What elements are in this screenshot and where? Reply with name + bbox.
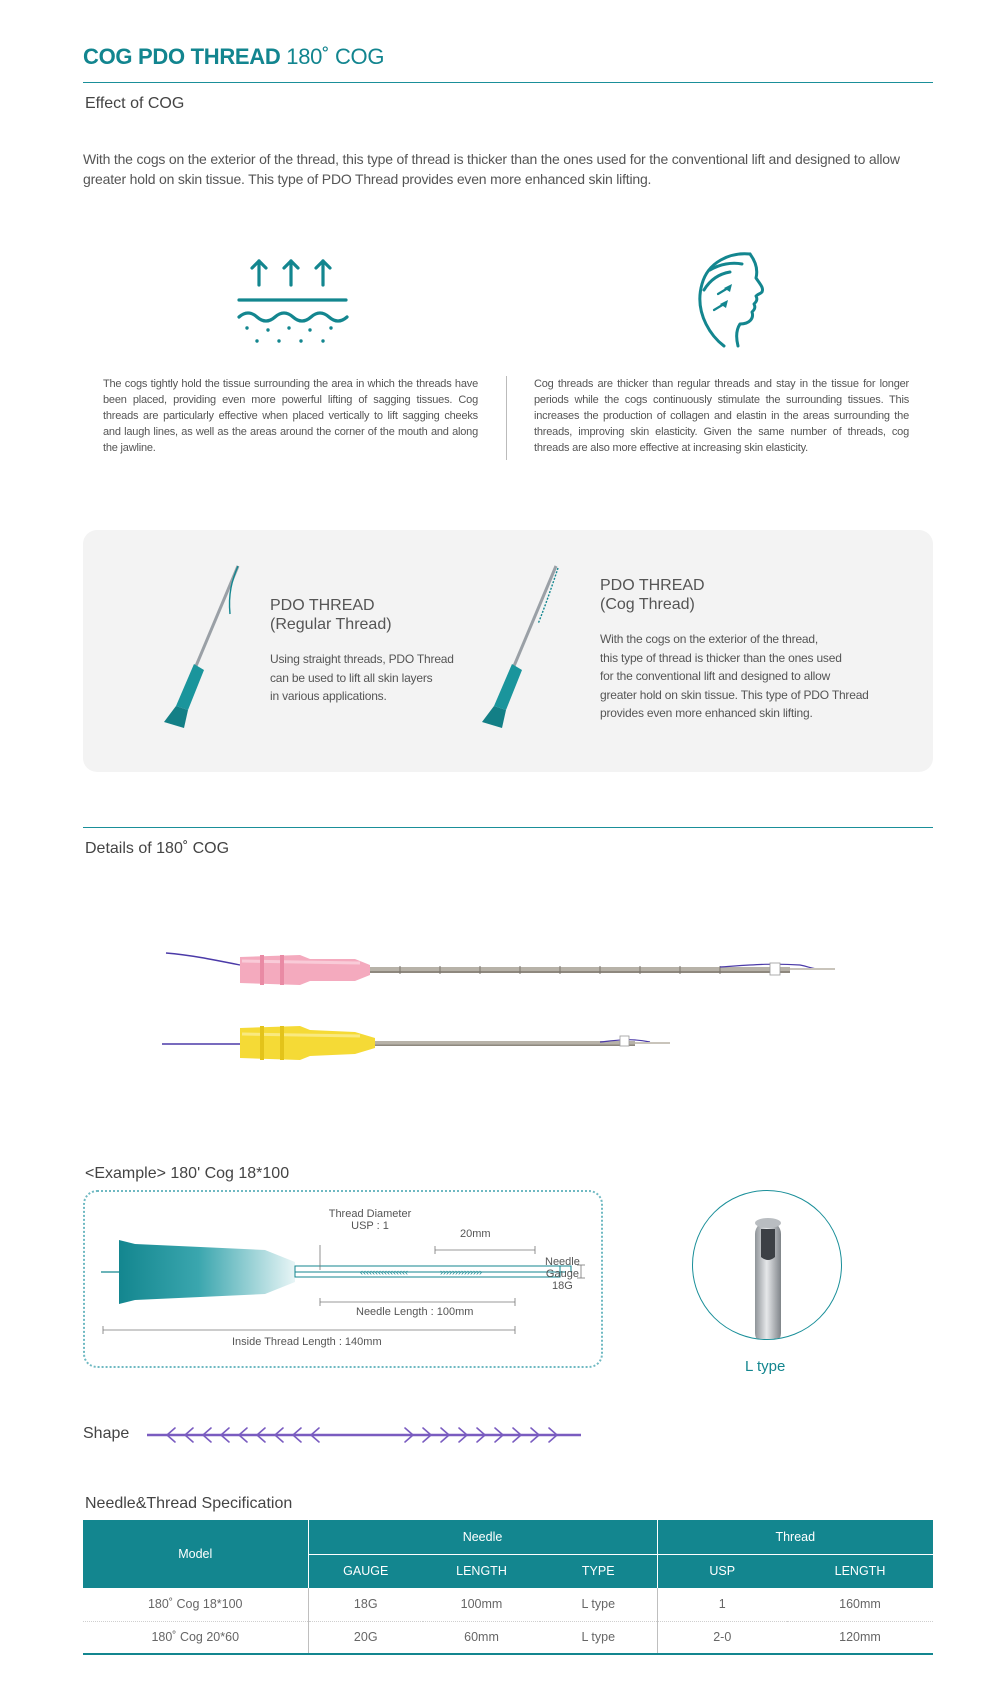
needle-gauge-line3: 18G: [552, 1280, 573, 1292]
table-row: 180˚ Cog 20*60 20G 60mm L type 2-0 120mm: [83, 1621, 933, 1655]
thread-diameter-label: Thread Diameter USP : 1: [310, 1208, 430, 1232]
effect-intro: With the cogs on the exterior of the thr…: [83, 151, 900, 187]
regular-thread-description: Using straight threads, PDO Thread can b…: [270, 650, 454, 706]
col-needle-length: LENGTH: [423, 1553, 540, 1588]
cog-thread-text-line: for the conventional lift and designed t…: [600, 669, 831, 683]
cell-model: 180˚ Cog 18*100: [83, 1588, 308, 1622]
regular-thread-needle-image: [164, 565, 240, 728]
page-title-light: 180˚ COG: [286, 44, 385, 69]
group-needle: Needle: [307, 1520, 657, 1554]
cog-thread-description: With the cogs on the exterior of the thr…: [600, 630, 869, 723]
cog-thread-text-line: this type of thread is thicker than the …: [600, 650, 842, 665]
cell-thread-length: 160mm: [787, 1588, 933, 1622]
cell-needle-length: 60mm: [423, 1621, 540, 1655]
regular-thread-title-line2: (Regular Thread): [270, 616, 392, 633]
example-needle-diagram: ‹‹‹‹‹‹‹‹‹‹‹‹‹‹‹‹ ››››››››››››››: [101, 1240, 585, 1334]
col-type: TYPE: [540, 1553, 657, 1588]
face-lift-icon: [698, 252, 764, 348]
thread-comparison-panel: [83, 530, 933, 772]
cog-thread-title: PDO THREAD (Cog Thread): [600, 576, 705, 614]
group-thread: Thread: [656, 1520, 933, 1554]
l-type-tip-closeup: [692, 1190, 842, 1340]
tip-type-label: L type: [745, 1358, 786, 1375]
title-divider: [83, 82, 933, 83]
page-title: COG PDO THREAD 180˚ COG: [83, 44, 384, 70]
regular-thread-title: PDO THREAD (Regular Thread): [270, 596, 392, 634]
details-heading: Details of 180˚ COG: [85, 840, 230, 857]
cog-thread-text-line: With the cogs on the exterior of the thr…: [600, 632, 818, 646]
regular-thread-text-line: can be used to lift all skin layers: [270, 670, 433, 685]
cell-type: L type: [540, 1621, 657, 1655]
needle-gauge-label: Needle Gauge 18G: [545, 1256, 580, 1292]
table-row: 180˚ Cog 18*100 18G 100mm L type 1 160mm: [83, 1588, 933, 1622]
dimension-20mm-label: 20mm: [460, 1228, 491, 1240]
cog-thread-needle-image: [482, 565, 559, 728]
shape-label: Shape: [83, 1425, 130, 1442]
cell-usp: 2-0: [656, 1621, 787, 1655]
regular-thread-title-line1: PDO THREAD: [270, 597, 375, 614]
cell-gauge: 20G: [307, 1621, 423, 1655]
example-heading: <Example> 180' Cog 18*100: [85, 1165, 290, 1182]
col-usp: USP: [656, 1553, 787, 1588]
cog-thread-title-line1: PDO THREAD: [600, 577, 705, 594]
needle-gauge-line1: Needle: [545, 1256, 580, 1268]
page-title-bold: COG PDO THREAD: [83, 44, 281, 69]
needle-gauge-line2: Gauge: [545, 1268, 579, 1280]
cog-thread-text-line: provides even more enhanced skin lifting…: [600, 706, 813, 720]
effect-column-divider: [506, 376, 507, 460]
thread-diameter-text: Thread Diameter: [328, 1208, 412, 1220]
cell-model: 180˚ Cog 20*60: [83, 1621, 308, 1655]
spec-heading: Needle&Thread Specification: [85, 1495, 293, 1512]
spec-table: Model Needle Thread GAUGE LENGTH TYPE US…: [83, 1520, 933, 1655]
cog-thread-text-line: greater hold on skin tissue. This type o…: [600, 687, 869, 702]
inside-thread-length-label: Inside Thread Length : 140mm: [232, 1336, 382, 1348]
effect-heading: Effect of COG: [85, 95, 185, 112]
cog-marks-left: ‹‹‹‹‹‹‹‹‹‹‹‹‹‹‹‹: [360, 1267, 408, 1277]
thread-shape-image: [147, 1427, 581, 1443]
effect-left-text: The cogs tightly hold the tissue surroun…: [103, 378, 478, 454]
needle-tip-image: [755, 1218, 781, 1339]
details-divider: [83, 827, 933, 828]
skin-lift-arrows-icon: [237, 259, 349, 343]
usp-text: USP : 1: [351, 1220, 389, 1232]
regular-thread-text-line: Using straight threads, PDO Thread: [270, 652, 454, 666]
cell-thread-length: 120mm: [787, 1621, 933, 1655]
cell-usp: 1: [656, 1588, 787, 1622]
col-thread-length: LENGTH: [787, 1553, 933, 1588]
col-gauge: GAUGE: [307, 1553, 423, 1588]
cell-gauge: 18G: [307, 1588, 423, 1622]
col-model: Model: [83, 1520, 308, 1588]
cell-needle-length: 100mm: [423, 1588, 540, 1622]
needle-length-label: Needle Length : 100mm: [356, 1306, 474, 1318]
effect-right-text: Cog threads are thicker than regular thr…: [534, 378, 909, 454]
yellow-hub-cannula-image: [162, 1026, 670, 1060]
cog-thread-title-line2: (Cog Thread): [600, 596, 695, 613]
cell-type: L type: [540, 1588, 657, 1622]
pink-hub-cannula-image: [165, 952, 835, 985]
regular-thread-text-line: in various applications.: [270, 689, 387, 703]
example-diagram-frame: [83, 1190, 603, 1368]
cog-marks-right: ››››››››››››››: [440, 1267, 482, 1277]
